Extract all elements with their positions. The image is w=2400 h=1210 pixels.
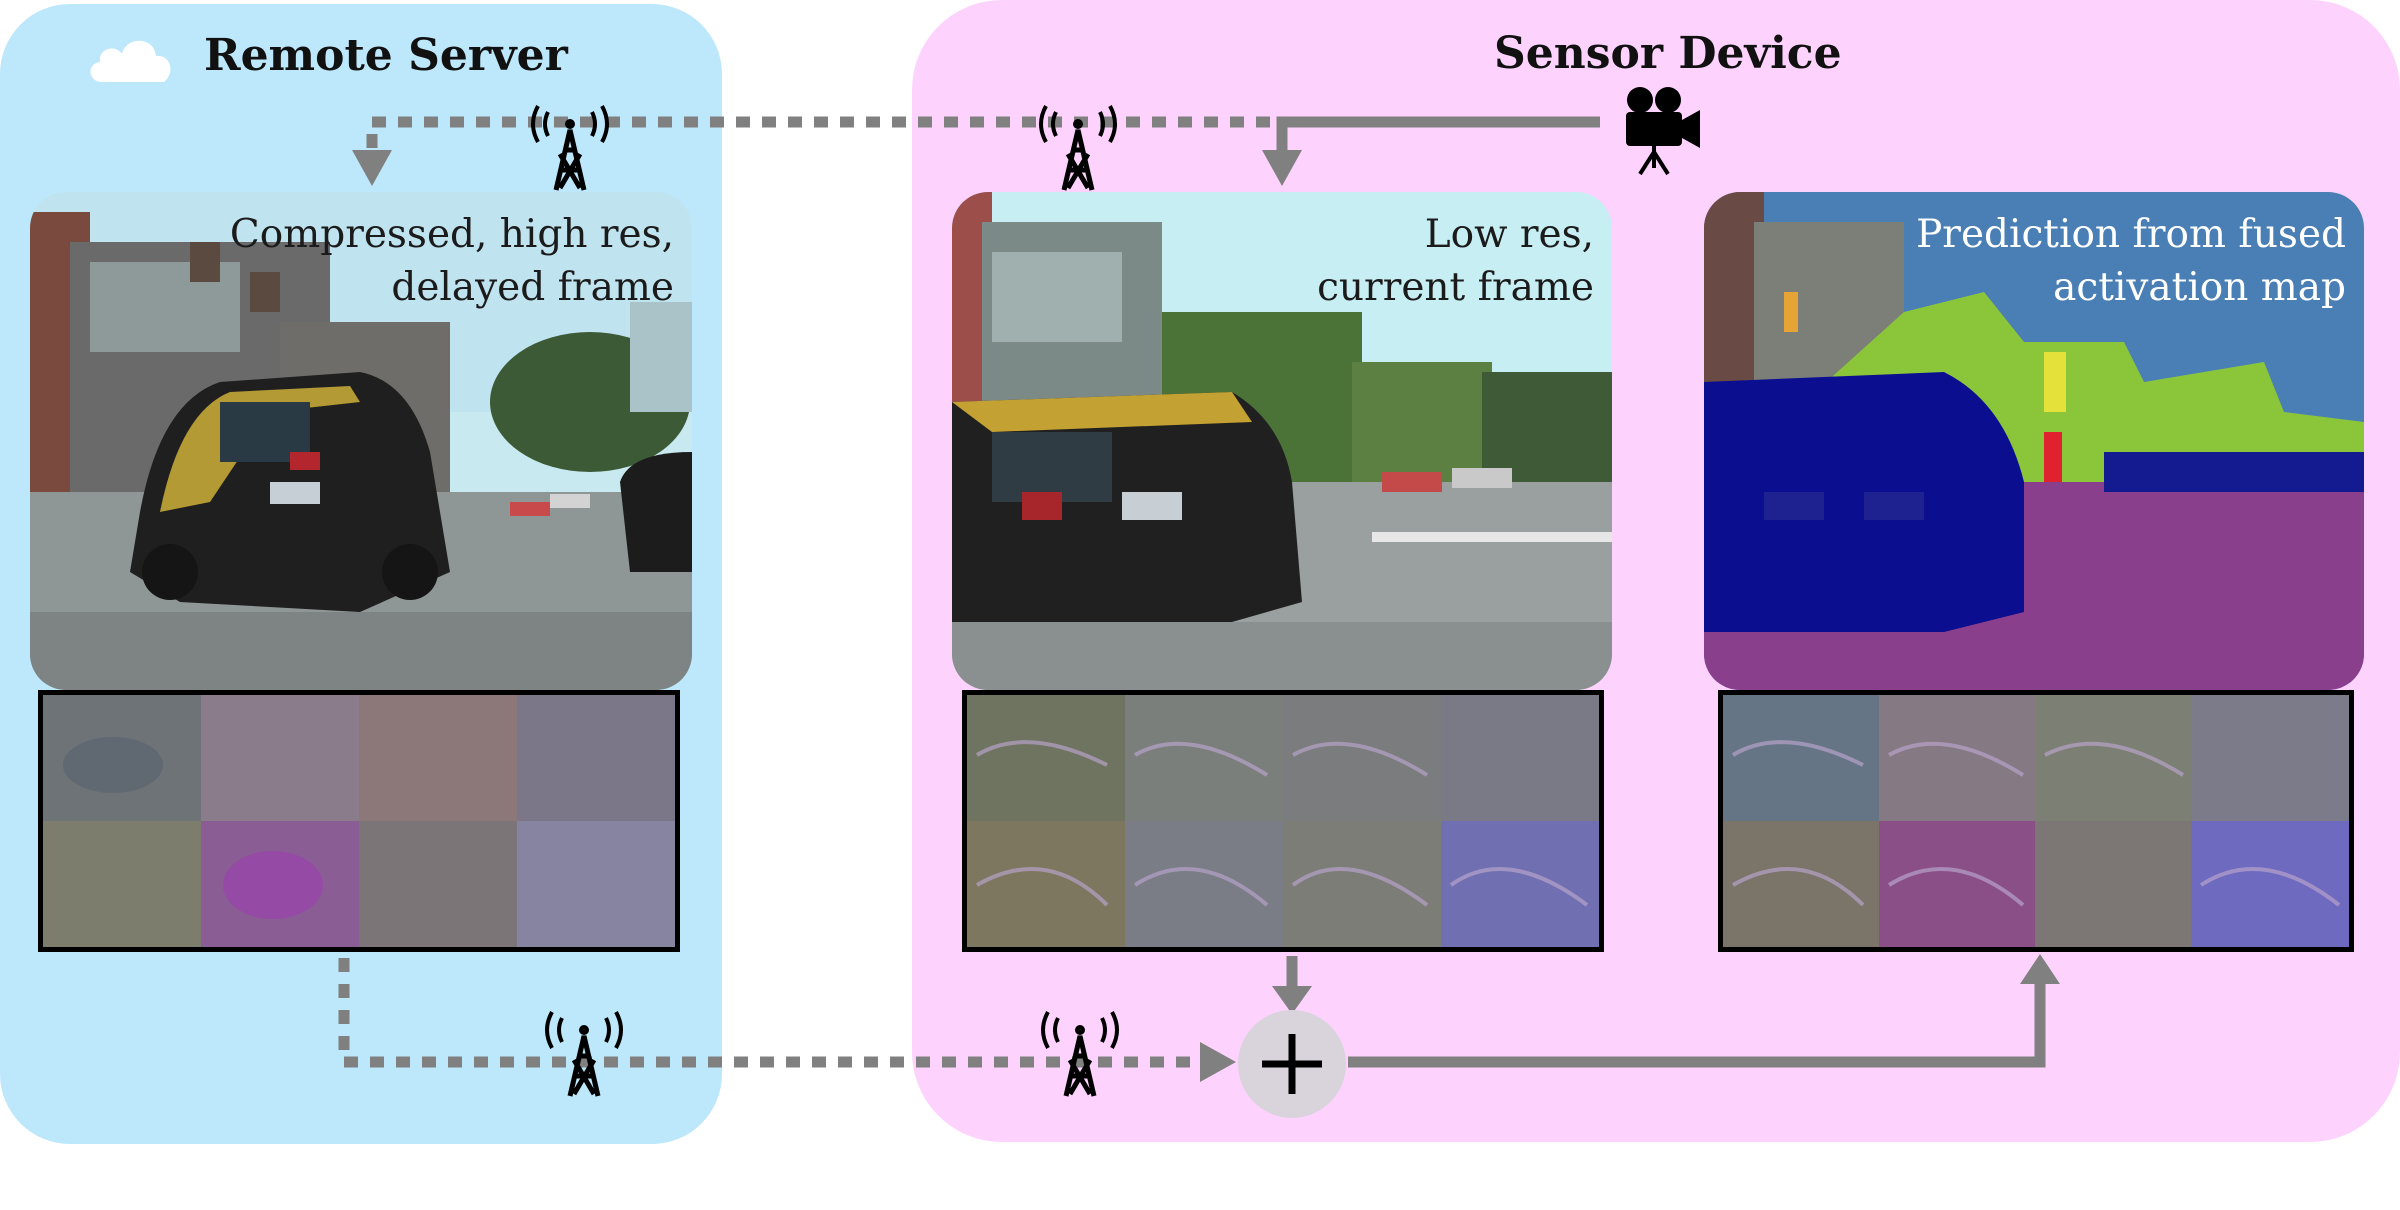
activation-to-fusion-arrowhead (1272, 986, 1312, 1014)
prediction-caption: Prediction from fused activation map (1916, 212, 2346, 310)
sensor-activation-map (962, 690, 1604, 952)
antenna-tower-icon (1041, 1011, 1119, 1097)
cloud-icon (90, 40, 171, 82)
prediction-segmentation-frame: Prediction from fused activation map (1704, 192, 2364, 690)
server-activation-map (38, 690, 680, 952)
top-wireless-link (366, 116, 1270, 168)
low-res-frame-caption: Low res, current frame (1317, 212, 1594, 310)
compressed-frame-caption: Compressed, high res, delayed frame (229, 212, 674, 310)
fusion-to-output-arrow (1348, 982, 2046, 1068)
antenna-tower-icon (1039, 105, 1117, 191)
antenna-tower-icon (531, 105, 609, 191)
antenna-tower-icon (545, 1011, 623, 1097)
fusion-to-output-arrowhead (2020, 954, 2060, 984)
camera-to-frame-arrow (1276, 116, 1600, 168)
camera-to-frame-arrowhead (1262, 150, 1302, 186)
remote-server-title: Remote Server (204, 30, 568, 81)
fusion-plus-symbol (1262, 1034, 1322, 1094)
video-camera-icon (1626, 87, 1700, 176)
sensor-device-title: Sensor Device (1494, 28, 1842, 79)
low-res-current-frame: Low res, current frame (952, 192, 1612, 690)
bottom-wireless-link (338, 958, 1210, 1068)
bottom-wireless-link-arrowhead (1200, 1042, 1236, 1082)
top-wireless-link-arrowhead (352, 150, 392, 186)
fused-activation-map (1718, 690, 2354, 952)
compressed-delayed-frame: Compressed, high res, delayed frame (30, 192, 692, 690)
